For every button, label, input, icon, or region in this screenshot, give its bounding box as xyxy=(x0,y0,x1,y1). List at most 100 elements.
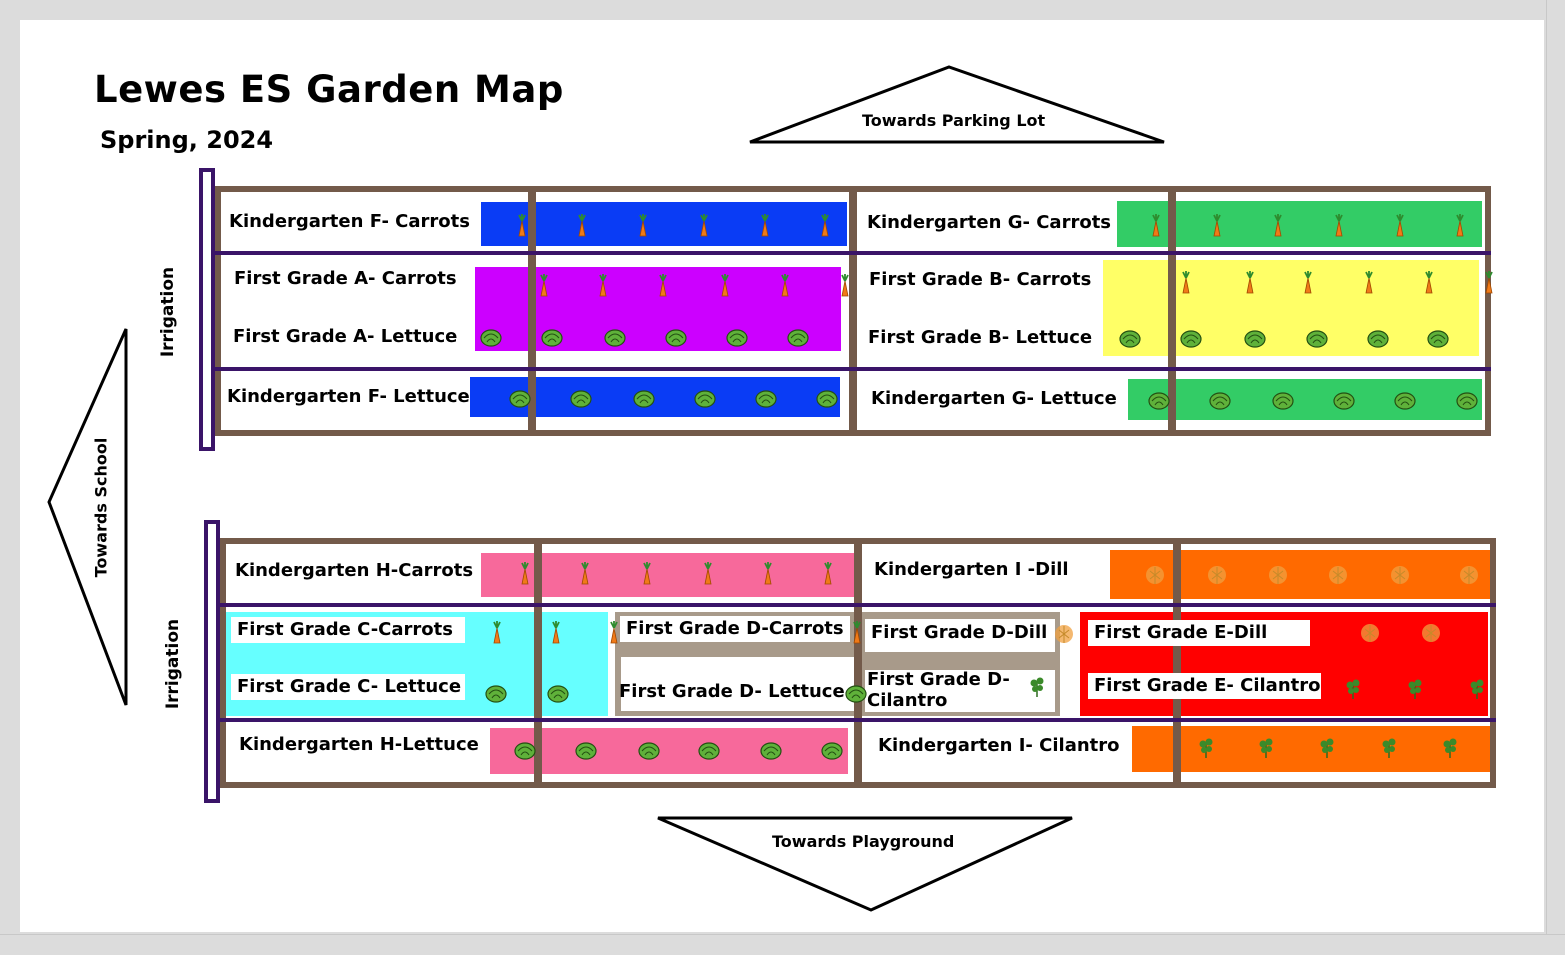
lettuce-icon xyxy=(604,329,626,347)
plot-ki-cilantro xyxy=(1132,726,1494,772)
plot-label: First Grade E- Cilantro xyxy=(1088,673,1321,699)
lettuce-icon xyxy=(816,390,838,408)
carrot-icon xyxy=(1365,271,1373,294)
plot-kf-carrots xyxy=(481,202,847,246)
plot-label: Kindergarten H-Lettuce xyxy=(239,734,479,755)
plot-kg-carrots xyxy=(1117,201,1482,247)
cilantro-icon xyxy=(1199,738,1213,758)
school-label: Towards School xyxy=(91,437,111,578)
lettuce-icon xyxy=(787,329,809,347)
bed-frame-center-divider xyxy=(849,186,857,436)
carrot-icon xyxy=(518,214,526,237)
plot-fd-dill-area xyxy=(865,619,1055,652)
plot-label: First Grade D-Carrots xyxy=(620,616,850,642)
carrot-icon xyxy=(1396,214,1404,237)
garden-map-canvas: Lewes ES Garden Map Spring, 2024 Towards… xyxy=(20,20,1544,932)
carrot-icon xyxy=(1182,271,1190,294)
plot-label: First Grade E-Dill xyxy=(1088,620,1310,646)
lettuce-icon xyxy=(1119,330,1141,348)
irrigation-label-bottom: Irrigation xyxy=(163,618,183,710)
bed-frame-center-divider xyxy=(854,538,862,788)
plot-label: Kindergarten G- Carrots xyxy=(867,212,1112,233)
lettuce-icon xyxy=(755,390,777,408)
carrot-icon xyxy=(1304,271,1312,294)
cilantro-icon xyxy=(1259,738,1273,758)
lettuce-icon xyxy=(694,390,716,408)
lettuce-icon xyxy=(1209,392,1231,410)
plot-label: First Grade D- Lettuce xyxy=(619,681,845,702)
plot-label: Kindergarten G- Lettuce xyxy=(871,388,1117,409)
lettuce-icon xyxy=(760,742,782,760)
carrot-icon xyxy=(700,214,708,237)
bed-frame-right-edge xyxy=(1490,538,1496,788)
lettuce-icon xyxy=(570,390,592,408)
plot-ki-dill xyxy=(1110,550,1496,599)
lettuce-icon xyxy=(1333,392,1355,410)
plot-kg-lettuce xyxy=(1128,379,1482,420)
plot-label: Kindergarten H-Carrots xyxy=(235,560,474,581)
school-arrow xyxy=(47,328,128,706)
irrigation-label-top: Irrigation xyxy=(158,266,178,358)
cilantro-icon xyxy=(1030,677,1044,697)
plot-label: First Grade A- Lettuce xyxy=(233,326,458,347)
carrot-icon xyxy=(761,214,769,237)
plot-fa xyxy=(475,267,841,351)
playground-label: Towards Playground xyxy=(772,832,955,851)
carrot-icon xyxy=(1213,214,1221,237)
dill-icon xyxy=(1460,566,1478,584)
plot-label: Kindergarten I- Cilantro xyxy=(878,735,1120,756)
carrot-icon xyxy=(639,214,647,237)
bed-frame-post-line xyxy=(1173,538,1181,788)
lettuce-icon xyxy=(1148,392,1170,410)
carrot-icon xyxy=(764,562,772,585)
carrot-icon xyxy=(1456,214,1464,237)
carrot-icon xyxy=(1246,271,1254,294)
parking-lot-label: Towards Parking Lot xyxy=(862,111,1046,130)
horizontal-scrollbar[interactable] xyxy=(0,934,1565,955)
carrot-icon xyxy=(581,562,589,585)
lettuce-icon xyxy=(1367,330,1389,348)
carrot-icon xyxy=(493,621,501,644)
lettuce-icon xyxy=(1456,392,1478,410)
dill-icon xyxy=(1208,566,1226,584)
carrot-icon xyxy=(521,562,529,585)
carrot-icon xyxy=(1274,214,1282,237)
parking-lot-arrow xyxy=(749,65,1165,144)
lettuce-icon xyxy=(514,742,536,760)
carrot-icon xyxy=(1485,271,1493,294)
carrot-icon xyxy=(643,562,651,585)
lettuce-icon xyxy=(547,685,569,703)
carrot-icon xyxy=(1335,214,1343,237)
lettuce-icon xyxy=(1244,330,1266,348)
plot-label: First Grade C- Lettuce xyxy=(231,674,465,700)
lettuce-icon xyxy=(821,742,843,760)
plot-label: Kindergarten F- Lettuce xyxy=(227,386,470,407)
bed-frame-right-edge xyxy=(1485,186,1491,436)
vertical-scrollbar[interactable] xyxy=(1546,0,1565,955)
carrot-icon xyxy=(599,274,607,297)
bed-frame-left-edge xyxy=(215,186,221,436)
plot-label: First Grade B- Carrots xyxy=(869,269,1092,290)
carrot-icon xyxy=(578,214,586,237)
page-title: Lewes ES Garden Map xyxy=(94,68,564,111)
dill-icon xyxy=(1055,625,1073,643)
dill-icon xyxy=(1146,566,1164,584)
dill-icon xyxy=(1269,566,1287,584)
lettuce-icon xyxy=(480,329,502,347)
carrot-icon xyxy=(659,274,667,297)
carrot-icon xyxy=(610,621,618,644)
bed-frame-left-edge xyxy=(220,538,226,788)
cilantro-icon xyxy=(1382,738,1396,758)
row-divider xyxy=(220,603,1496,607)
carrot-icon xyxy=(821,214,829,237)
plot-label: Kindergarten F- Carrots xyxy=(229,211,470,232)
page-subtitle: Spring, 2024 xyxy=(100,126,274,154)
dill-icon xyxy=(1361,624,1379,642)
lettuce-icon xyxy=(1272,392,1294,410)
lettuce-icon xyxy=(485,685,507,703)
cilantro-icon xyxy=(1408,679,1422,699)
lettuce-icon xyxy=(633,390,655,408)
lettuce-icon xyxy=(665,329,687,347)
lettuce-icon xyxy=(509,390,531,408)
dill-icon xyxy=(1422,624,1440,642)
